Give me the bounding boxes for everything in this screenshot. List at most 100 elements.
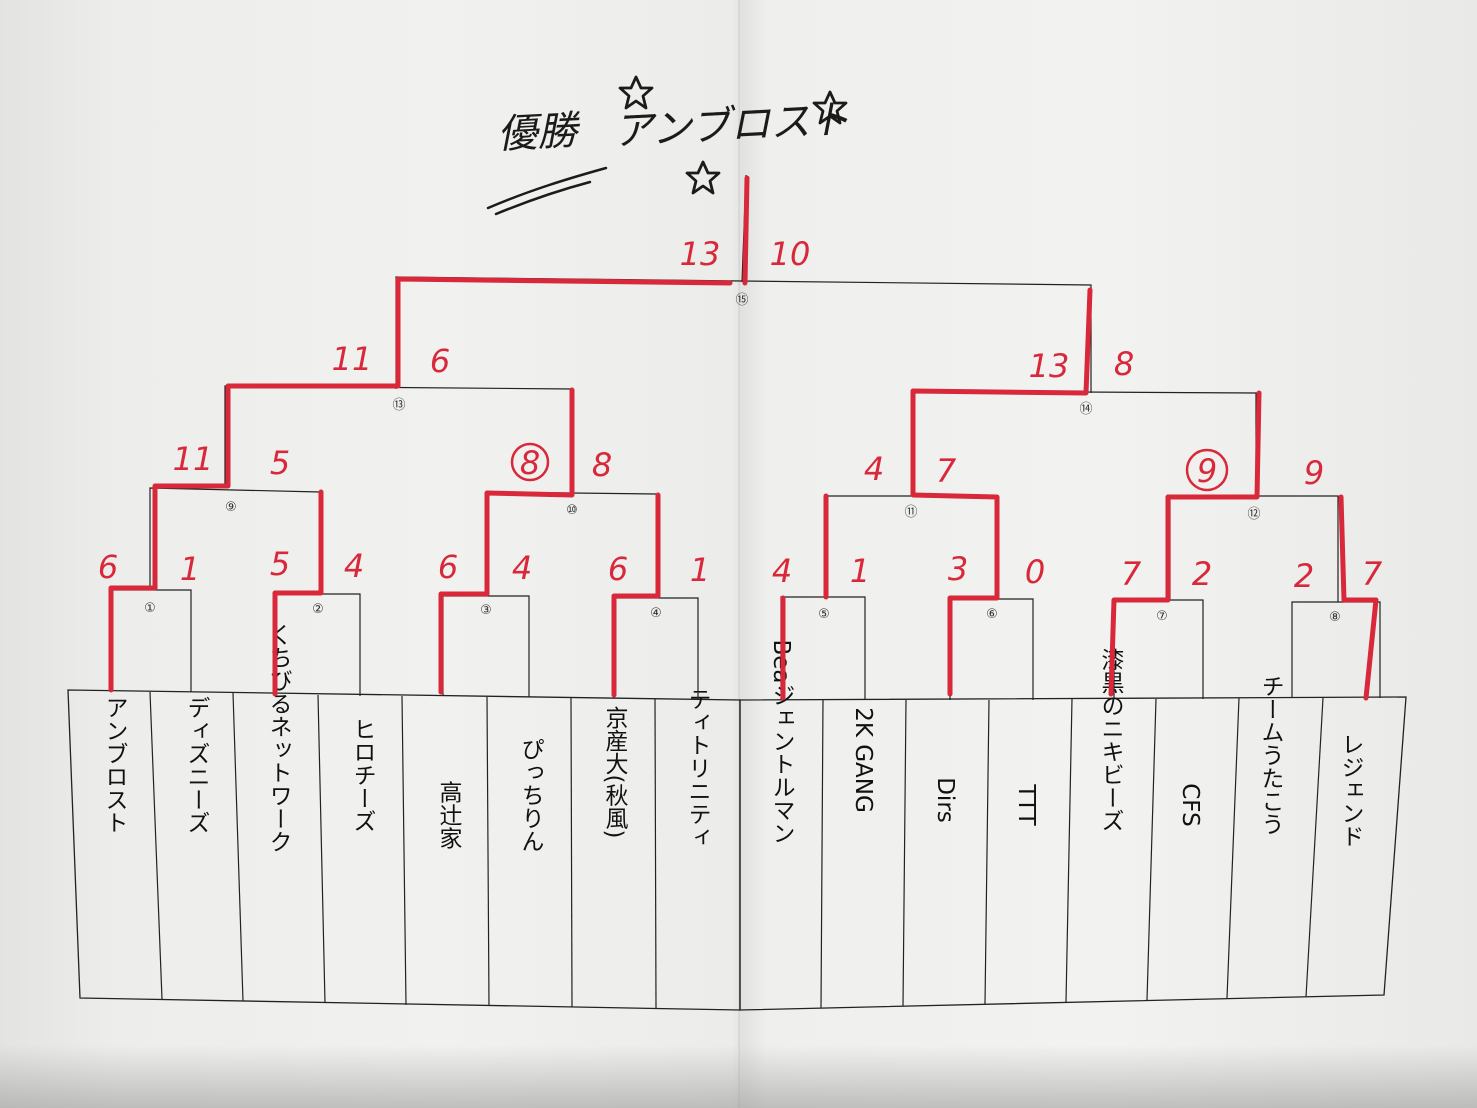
team-name-10: 2K GANG	[850, 707, 876, 813]
team-divider	[1305, 697, 1324, 998]
score-m6-right: 0	[1025, 553, 1045, 591]
score-m14-left: 13	[1029, 347, 1070, 385]
score-m13-right: 6	[430, 342, 450, 380]
team-divider	[902, 699, 907, 1007]
winner-path-dirs	[910, 287, 1093, 697]
team-divider	[1146, 698, 1157, 1001]
match-number-7: ⑦	[1156, 609, 1168, 624]
winner-path-match3-10	[438, 387, 575, 695]
scores: 6 1 5 4 6 4 6 1 4 1 3 0 7 2 2 7 11 5 8 8…	[98, 235, 1383, 595]
winner-paths	[108, 175, 1379, 701]
team-name-8: ティトリニティ	[684, 688, 710, 849]
score-m5-left: 4	[772, 552, 792, 590]
winner-label: 優勝	[496, 108, 582, 158]
champion-annotation: 優勝 アンブロスト	[486, 75, 851, 216]
score-m10-right: 8	[592, 446, 612, 484]
team-divider	[232, 692, 244, 1002]
underline-stroke	[494, 180, 592, 216]
winner-path-champion	[742, 175, 750, 286]
winner-path-match7-12	[1108, 390, 1262, 697]
score-m14-right: 8	[1114, 345, 1134, 383]
score-m2-right: 4	[344, 547, 364, 585]
team-divider	[1226, 697, 1240, 999]
match-number-6: ⑥	[986, 607, 998, 622]
score-m2-left: 5	[270, 545, 290, 583]
table-shadow	[0, 1045, 1477, 1108]
score-m9-right: 5	[270, 444, 290, 482]
score-m13-left: 11	[332, 340, 373, 378]
team-divider	[149, 691, 163, 1000]
team-name-3: くちびるネットワーク	[265, 623, 291, 853]
score-m12-left: 9	[1197, 452, 1217, 490]
match-number-14: ⑭	[1079, 402, 1092, 417]
match-numbers: ① ② ③ ④ ⑤ ⑥ ⑦ ⑧ ⑨ ⑩ ⑪ ⑫ ⑬ ⑭ ⑮	[144, 293, 1341, 625]
winner-path-match2	[272, 489, 324, 697]
score-m12-right: 9	[1304, 454, 1324, 492]
match-number-15: ⑮	[735, 293, 748, 308]
match-number-5: ⑤	[818, 607, 830, 622]
team-name-16: レジェンド	[1337, 733, 1363, 848]
match-number-3: ③	[480, 603, 492, 618]
team-divider	[820, 699, 824, 1009]
winner-path-ambrost	[108, 276, 733, 693]
score-m11-left: 4	[864, 450, 884, 488]
score-m8-right: 7	[1362, 555, 1383, 593]
score-m5-right: 1	[850, 552, 870, 590]
score-m1-right: 1	[180, 550, 200, 588]
team-names: アンブロスト ディズニーズ くちびるネットワーク ヒロチーズ 高辻家 ぴっちりん…	[101, 623, 1363, 853]
team-box-outline-right	[739, 696, 1407, 1011]
score-m10-left: 8	[520, 444, 540, 482]
team-boxes	[67, 689, 1407, 1011]
team-name-1: アンブロスト	[101, 696, 127, 834]
winner-path-match8	[1338, 494, 1379, 701]
team-name-2: ディズニーズ	[183, 696, 209, 834]
team-divider	[984, 699, 990, 1005]
paper-fold	[738, 0, 741, 1108]
team-name-11: Dirs	[932, 777, 958, 823]
match-bracket-8	[1291, 601, 1381, 698]
match-number-13: ⑬	[392, 398, 405, 413]
team-name-14: CFS	[1177, 783, 1203, 826]
team-name-6: ぴっちりん	[517, 738, 544, 853]
score-m8-left: 2	[1294, 557, 1314, 595]
score-m6-left: 3	[948, 550, 968, 588]
team-name-15: チームうたこう	[1257, 675, 1284, 836]
score-m4-left: 6	[608, 550, 628, 588]
team-divider	[570, 697, 573, 1008]
team-divider	[486, 696, 490, 1007]
score-m4-right: 1	[690, 551, 710, 589]
team-name-7: 京産大(秋風)	[601, 706, 629, 839]
match-number-2: ②	[312, 602, 324, 617]
score-final-right: 10	[770, 235, 811, 273]
score-m7-right: 2	[1192, 555, 1212, 593]
team-divider	[654, 698, 657, 1009]
star-icon	[618, 75, 654, 110]
star-icon	[812, 90, 848, 125]
score-m9-left: 11	[173, 440, 214, 478]
team-name-12: TTT	[1013, 783, 1039, 826]
score-m1-left: 6	[98, 548, 118, 586]
star-icon	[685, 160, 721, 195]
match-number-8: ⑧	[1329, 610, 1341, 625]
team-divider	[1065, 698, 1073, 1003]
score-m3-right: 4	[512, 549, 532, 587]
score-m7-left: 7	[1121, 555, 1142, 593]
match-number-11: ⑪	[904, 505, 917, 520]
score-final-left: 13	[680, 235, 721, 273]
match-number-12: ⑫	[1247, 507, 1260, 522]
match-number-4: ④	[650, 606, 662, 621]
team-divider	[401, 695, 407, 1006]
team-name-5: 高辻家	[435, 781, 463, 850]
team-name-4: ヒロチーズ	[349, 718, 375, 833]
winner-path-match4	[611, 492, 661, 698]
score-m11-right: 7	[936, 452, 957, 490]
underline-stroke	[486, 166, 608, 210]
match-number-9: ⑨	[225, 500, 237, 515]
match-number-10: ⑩	[566, 503, 578, 518]
score-circle	[1185, 448, 1229, 492]
match-number-1: ①	[144, 601, 156, 616]
score-m3-left: 6	[438, 548, 458, 586]
score-circle	[510, 442, 550, 482]
